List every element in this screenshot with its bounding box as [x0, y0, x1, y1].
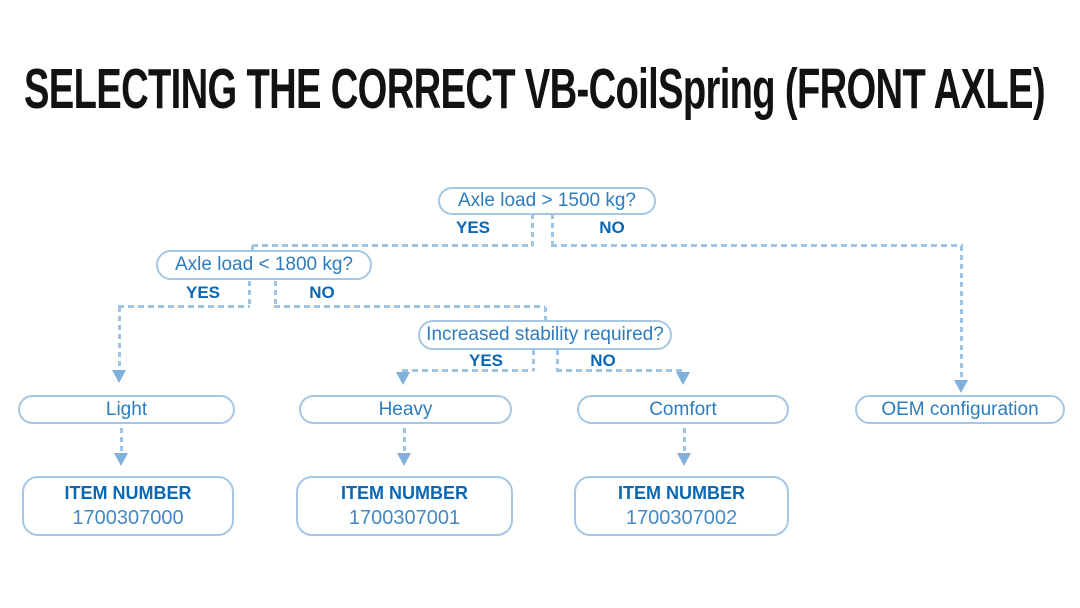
connector-comfort-item-vertical: [683, 428, 686, 452]
arrowhead-heavy-icon: [396, 372, 410, 385]
q2-yes-label: YES: [185, 283, 221, 302]
item-number-heading: ITEM NUMBER: [64, 483, 192, 503]
page-title: SELECTING THE CORRECT VB-CoilSpring (FRO…: [24, 57, 1046, 121]
connector-q2-yes-horizontal: [118, 305, 250, 308]
item-number-value: 1700307001: [348, 507, 461, 529]
item-number-value: 1700307000: [72, 507, 184, 529]
node-label: Light: [105, 398, 148, 420]
q2-no-label: NO: [309, 283, 335, 302]
node-label: Heavy: [378, 398, 433, 420]
arrowhead-light-icon: [112, 370, 126, 383]
connector-q1-no-horizontal: [551, 244, 963, 247]
item-number-value: 1700307002: [625, 507, 738, 529]
node-question-axle-load-1500: Axle load > 1500 kg?: [438, 187, 656, 215]
connector-q2-stub-yes: [248, 281, 251, 307]
connector-light-item-vertical: [120, 428, 123, 452]
node-label: Increased stability required?: [426, 324, 664, 345]
arrowhead-comfort-icon: [676, 372, 690, 385]
connector-q3-drop: [544, 307, 547, 322]
q3-yes-label: YES: [468, 351, 504, 370]
connector-light-vertical: [118, 307, 121, 369]
item-number-box-comfort: ITEM NUMBER 1700307002: [574, 476, 789, 536]
node-result-oem-configuration: OEM configuration: [855, 395, 1065, 424]
node-label: OEM configuration: [881, 398, 1039, 420]
connector-q2-drop: [251, 246, 254, 252]
connector-q3-stub-yes: [532, 350, 535, 371]
node-label: Comfort: [649, 398, 717, 420]
connector-q3-no-horizontal: [556, 369, 684, 372]
arrowhead-oem-icon: [954, 380, 968, 393]
item-number-heading: ITEM NUMBER: [341, 483, 468, 503]
arrowhead-item3-icon: [677, 453, 691, 466]
connector-q1-yes-horizontal: [252, 244, 533, 247]
q1-no-label: NO: [599, 218, 625, 237]
item-number-box-heavy: ITEM NUMBER 1700307001: [296, 476, 513, 536]
item-number-heading: ITEM NUMBER: [618, 483, 745, 503]
node-question-increased-stability: Increased stability required?: [418, 320, 672, 350]
connector-q1-stub-no: [551, 214, 554, 246]
node-question-axle-load-1800: Axle load < 1800 kg?: [156, 250, 372, 280]
connector-q2-stub-no: [274, 281, 277, 307]
connector-q1-stub-yes: [531, 214, 534, 246]
item-number-box-light: ITEM NUMBER 1700307000: [22, 476, 234, 536]
node-label: Axle load < 1800 kg?: [175, 254, 353, 275]
node-result-heavy: Heavy: [299, 395, 512, 424]
arrowhead-item2-icon: [397, 453, 411, 466]
connector-q3-stub-no: [556, 350, 559, 371]
connector-q2-no-horizontal: [274, 305, 545, 308]
connector-oem-vertical: [960, 246, 963, 380]
node-label: Axle load > 1500 kg?: [458, 190, 636, 211]
node-result-light: Light: [18, 395, 235, 424]
arrowhead-item1-icon: [114, 453, 128, 466]
connector-q3-yes-horizontal: [402, 369, 533, 372]
node-result-comfort: Comfort: [577, 395, 789, 424]
q1-yes-label: YES: [455, 218, 491, 237]
connector-heavy-item-vertical: [403, 428, 406, 452]
q3-no-label: NO: [590, 351, 616, 370]
